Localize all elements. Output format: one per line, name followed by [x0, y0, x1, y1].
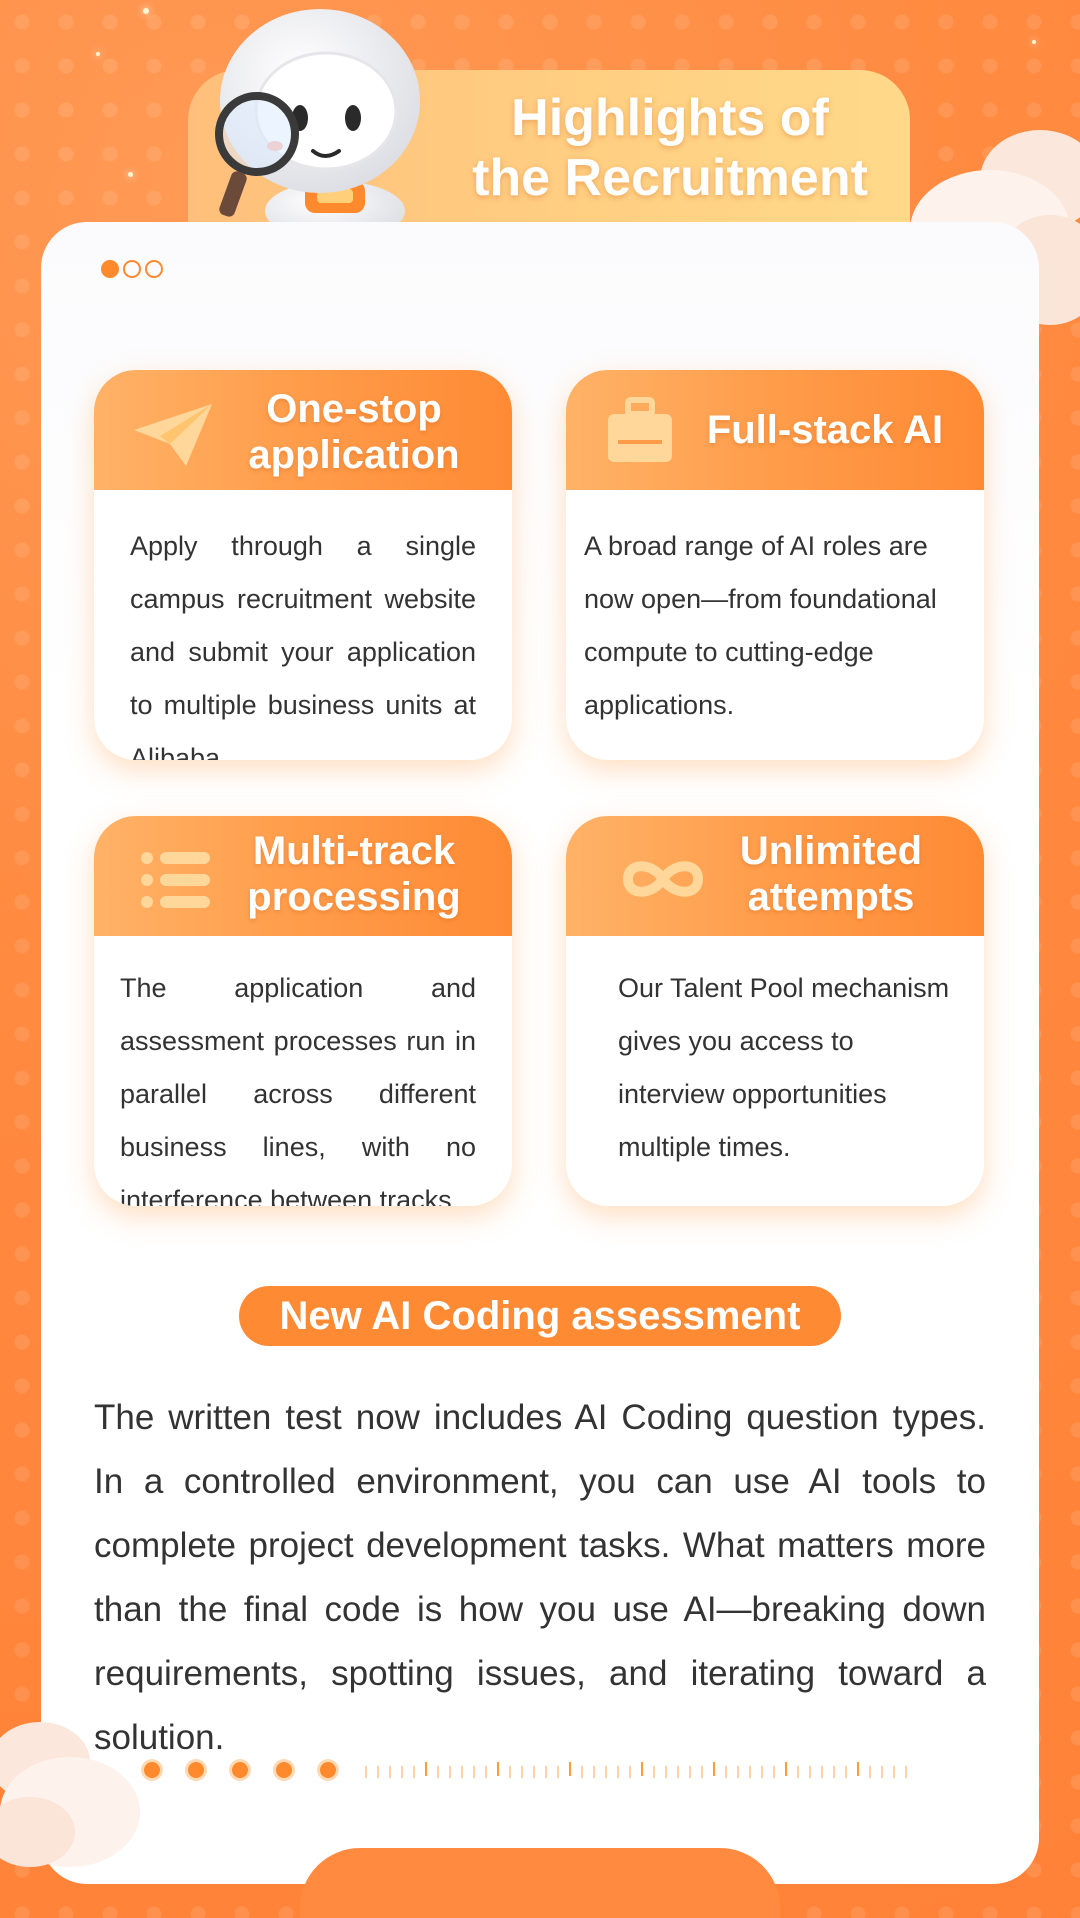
tick-mark [857, 1762, 859, 1776]
feature-title-line2: application [248, 433, 460, 477]
tick-mark [629, 1766, 631, 1778]
tick-mark [737, 1766, 739, 1778]
feature-title: One-stop application [214, 386, 494, 478]
feature-card-full-stack-ai: Full-stack AI A broad range of AI roles … [566, 370, 984, 760]
feature-title-line2: processing [247, 875, 461, 919]
tick-mark [833, 1766, 835, 1778]
paper-plane-icon [134, 404, 212, 466]
tick-mark [785, 1762, 787, 1776]
tick-mark [497, 1762, 499, 1776]
sparkle [128, 172, 133, 177]
feature-card-one-stop: One-stop application Apply through a sin… [94, 370, 512, 760]
feature-title: Multi-track processing [212, 828, 496, 920]
feature-card-header: Multi-track processing [94, 816, 512, 936]
tick-mark [761, 1766, 763, 1778]
tick-mark [797, 1766, 799, 1778]
pager-dot[interactable] [123, 260, 141, 278]
tick-mark [365, 1766, 367, 1778]
feature-card-unlimited-attempts: Unlimited attempts Our Talent Pool mecha… [566, 816, 984, 1206]
feature-card-header: Unlimited attempts [566, 816, 984, 936]
tick-mark [557, 1766, 559, 1778]
tick-mark [665, 1766, 667, 1778]
decorative-dot [320, 1762, 336, 1778]
tick-mark [401, 1766, 403, 1778]
tick-mark [809, 1766, 811, 1778]
page-title-line1: Highlights of [511, 89, 829, 147]
pager-dot-active[interactable] [101, 260, 119, 278]
decorative-dot [144, 1762, 160, 1778]
feature-description: Our Talent Pool mechanism gives you acce… [618, 973, 950, 1162]
feature-title-line1: One-stop [266, 387, 442, 431]
tick-mark [701, 1766, 703, 1778]
tick-mark [869, 1766, 871, 1778]
tick-mark [725, 1766, 727, 1778]
pager-dot[interactable] [145, 260, 163, 278]
sparkle [1032, 40, 1036, 44]
tick-mark [437, 1766, 439, 1778]
cloud-decoration-bottom-left [0, 1722, 150, 1877]
feature-card-header: One-stop application [94, 370, 512, 490]
page-title-line2: the Recruitment [472, 149, 868, 207]
tick-mark [749, 1766, 751, 1778]
tick-mark [641, 1762, 643, 1776]
feature-description: The application and assessment processes… [120, 973, 476, 1206]
card-notch [300, 1848, 780, 1918]
tick-mark [521, 1766, 523, 1778]
tick-mark [413, 1766, 415, 1778]
tick-mark [773, 1766, 775, 1778]
ai-coding-label: New AI Coding assessment [239, 1286, 841, 1346]
tick-mark [533, 1766, 535, 1778]
tick-mark [617, 1766, 619, 1778]
ai-coding-description: The written test now includes AI Coding … [94, 1398, 986, 1757]
list-icon [141, 852, 210, 908]
tick-mark [653, 1766, 655, 1778]
briefcase-icon [608, 397, 672, 462]
robot-mascot-icon [215, 9, 420, 236]
tick-mark [425, 1762, 427, 1776]
feature-title: Unlimited attempts [696, 828, 966, 920]
decorative-dot [276, 1762, 292, 1778]
tick-mark [821, 1766, 823, 1778]
tick-mark [509, 1766, 511, 1778]
tick-mark [713, 1762, 715, 1776]
tick-mark [389, 1766, 391, 1778]
sparkle [96, 52, 100, 56]
tick-mark [905, 1766, 907, 1778]
page-title: Highlights of the Recruitment [440, 88, 900, 208]
feature-title-line2: attempts [747, 875, 915, 919]
feature-card-multi-track: Multi-track processing The application a… [94, 816, 512, 1206]
tick-mark [545, 1766, 547, 1778]
tick-mark [449, 1766, 451, 1778]
tick-mark [689, 1766, 691, 1778]
feature-description: Apply through a single campus recruitmen… [130, 531, 476, 760]
feature-title-line1: Full-stack AI [706, 408, 944, 452]
decorative-dot [232, 1762, 248, 1778]
tick-mark [593, 1766, 595, 1778]
tick-mark [605, 1766, 607, 1778]
feature-title-line1: Multi-track [252, 829, 456, 873]
tick-mark [461, 1766, 463, 1778]
feature-card-header: Full-stack AI [566, 370, 984, 490]
tick-mark [581, 1766, 583, 1778]
feature-title: Full-stack AI [680, 407, 970, 453]
decorative-dots-row [144, 1762, 336, 1778]
tick-mark [485, 1766, 487, 1778]
decorative-tick-marks [365, 1762, 907, 1778]
tick-mark [569, 1762, 571, 1776]
tick-mark [845, 1766, 847, 1778]
tick-mark [677, 1766, 679, 1778]
tick-mark [893, 1766, 895, 1778]
sparkle [143, 8, 149, 14]
infinity-icon [622, 861, 704, 897]
feature-title-line1: Unlimited [739, 829, 923, 873]
tick-mark [473, 1766, 475, 1778]
pager[interactable] [101, 260, 163, 278]
tick-mark [377, 1766, 379, 1778]
tick-mark [881, 1766, 883, 1778]
decorative-dot [188, 1762, 204, 1778]
feature-description: A broad range of AI roles are now open—f… [584, 531, 937, 720]
